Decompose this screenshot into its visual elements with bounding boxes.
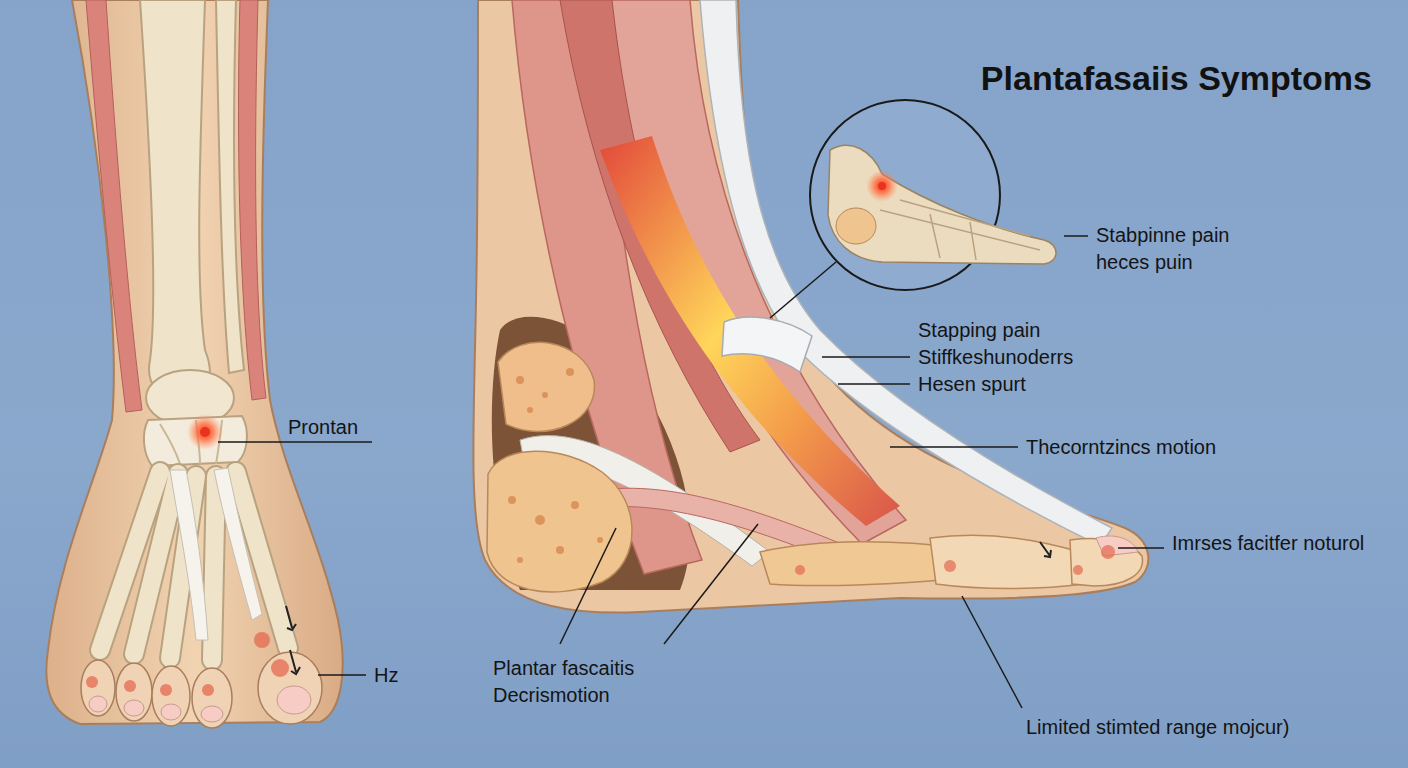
diagram-title: Plantafasaiis Symptoms [981,58,1372,98]
callout-label: Hesen spurt [918,371,1026,398]
callout-label: Plantar fascaitis Decrismotion [493,655,693,709]
callout-label: Hz [374,662,398,689]
callout-label: Stapping pain [918,317,1040,344]
leader-lines [218,236,1164,708]
front-view-foot [46,0,342,728]
callout-label: Stabpinne pain heces puin [1096,222,1271,276]
callout-label: Thecorntzincs motion [1026,434,1216,461]
callout-label: Imrses facitfer noturol [1172,530,1367,557]
callout-label: Limited stimted range mojcur) [1026,714,1289,741]
callout-label: Stiffkeshunoderrs [918,344,1073,371]
callout-label: Prontan [288,414,358,441]
inset-magnifier [810,100,1056,290]
